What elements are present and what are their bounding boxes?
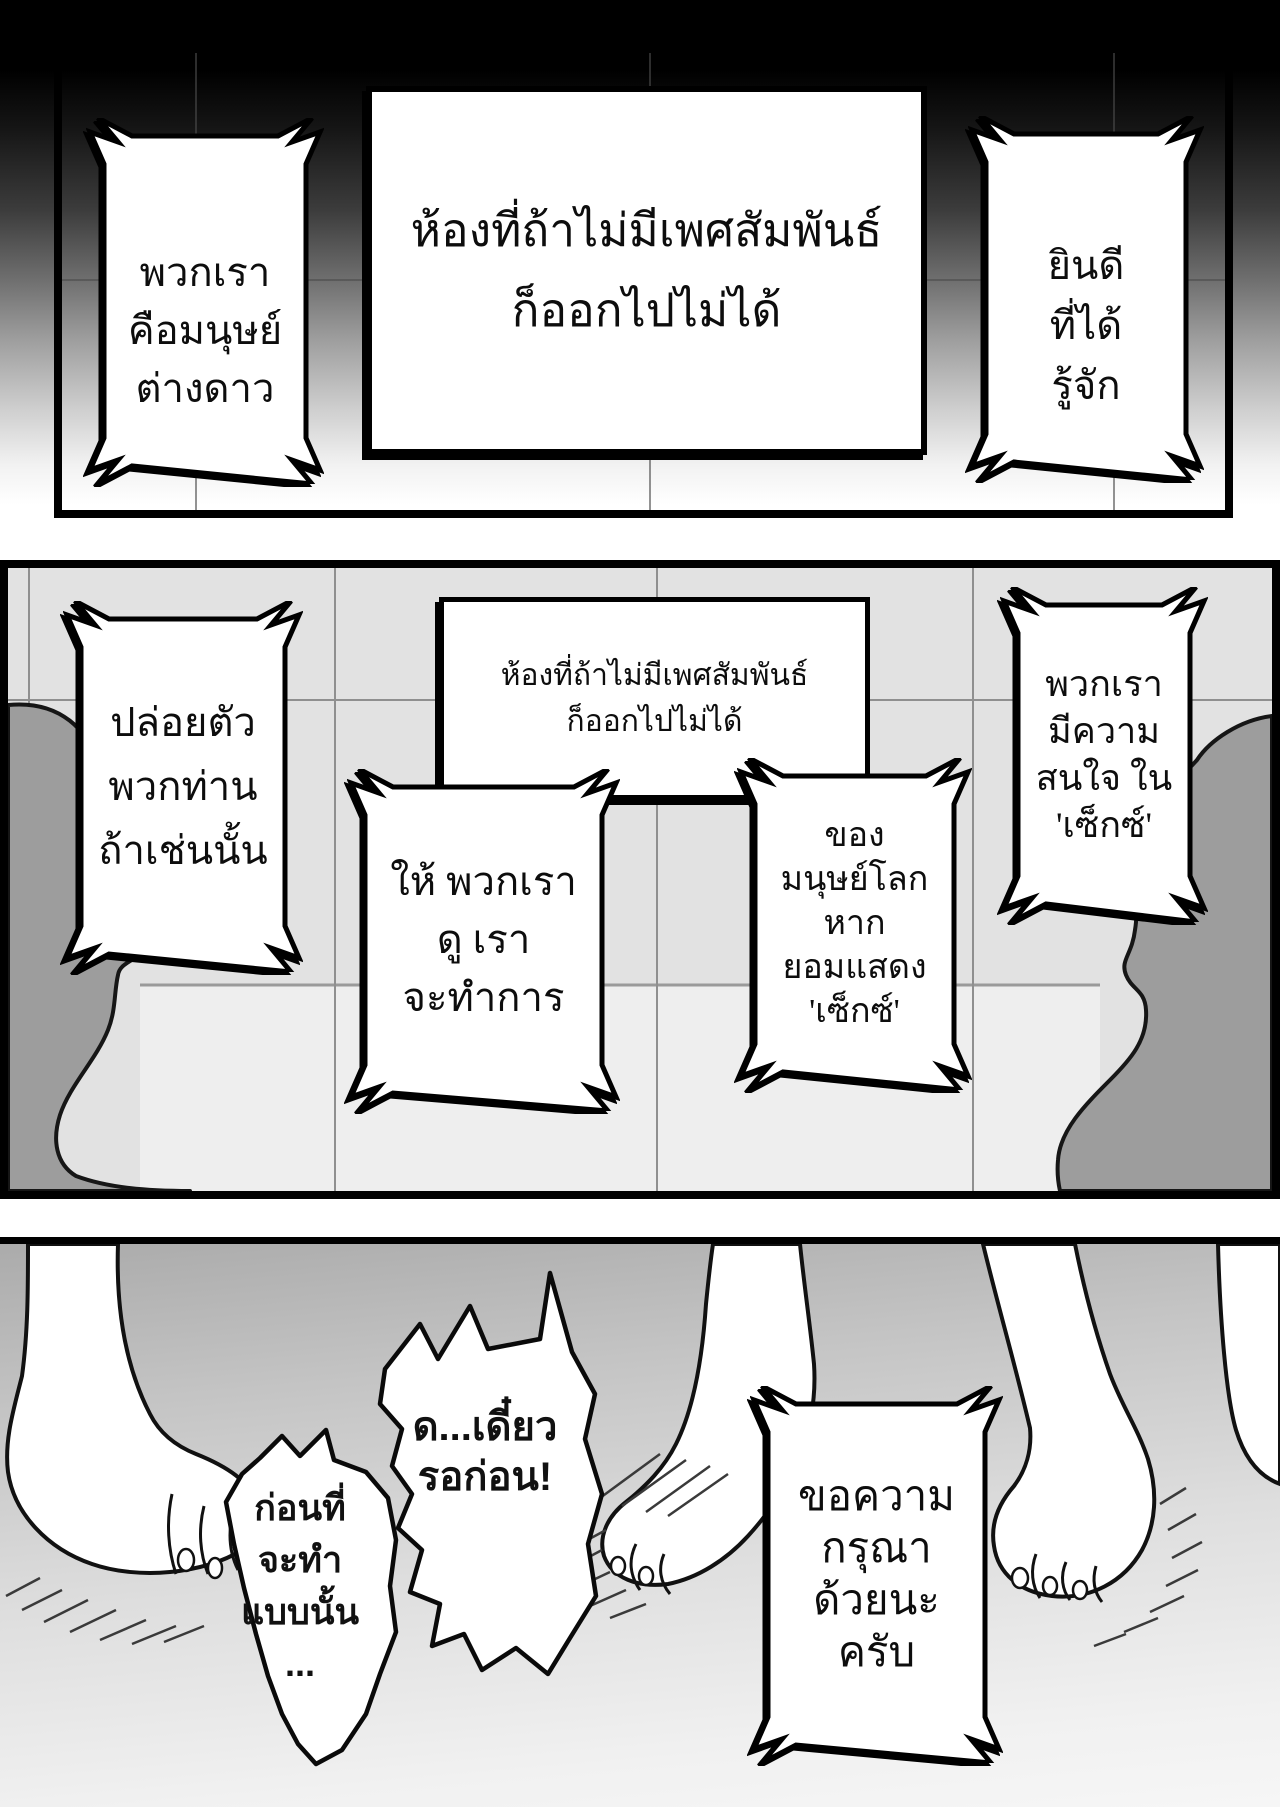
shout-bubble-wait-shape — [377, 1270, 605, 1677]
bubble-text: ยินดี ที่ได้ รู้จัก — [1047, 243, 1125, 408]
speech-bubble-nice-to-meet-you: ยินดี ที่ได้ รู้จัก — [968, 116, 1204, 480]
speech-bubble-release-you: ปล่อยตัว พวกท่าน ถ้าเช่นนั้น — [63, 601, 303, 972]
shout-text-wait: ด...เดี๋ยว รอก่อน! — [412, 1405, 558, 1499]
shout-text-before-that: ก่อนที่ จะทำ แบบนั้น ... — [240, 1487, 360, 1684]
panel-1-frame — [54, 45, 1233, 518]
speech-bubble-interested-in-sex: พวกเรา มีความ สนใจ ใน 'เซ็กซ์' — [1000, 587, 1208, 922]
jagged-bubble-shape — [347, 769, 620, 1111]
jagged-bubble-shape — [750, 1386, 1003, 1763]
panel-3-frame — [0, 1237, 1280, 1807]
shadow-hatching — [5, 1576, 205, 1646]
jagged-bubble-shape — [737, 758, 972, 1090]
shout-bubble-before-that-shape — [223, 1427, 399, 1767]
bubble-text: พวกเรา มีความ สนใจ ใน 'เซ็กซ์' — [1035, 663, 1173, 845]
feet-scene — [5, 1244, 1280, 1767]
right-person-right-foot — [955, 1244, 1203, 1648]
speech-bubble-we-are-aliens: พวกเรา คือมนุษย์ ต่างดาว — [86, 118, 324, 484]
bubble-text: พวกเรา คือมนุษย์ ต่างดาว — [127, 250, 283, 411]
bubble-text: ปล่อยตัว พวกท่าน ถ้าเช่นนั้น — [98, 699, 268, 873]
bubble-text: ให้ พวกเรา ดู เรา จะทำการ — [390, 859, 577, 1020]
right-person-left-foot — [571, 1244, 817, 1620]
jagged-bubble-shape — [968, 116, 1204, 480]
bubble-text: ขอความ กรุณา ด้วยนะ ครับ — [798, 1473, 955, 1676]
speech-bubble-please-kindly: ขอความ กรุณา ด้วยนะ ครับ — [750, 1386, 1003, 1763]
jagged-bubble-shape — [86, 118, 324, 484]
speech-bubble-of-earthlings: ของ มนุษย์โลก หาก ยอมแสดง 'เซ็กซ์' — [737, 758, 972, 1090]
caption-room-rule-small: ห้องที่ถ้าไม่มีเพศสัมพันธ์ ก็ออกไปไม่ได้ — [439, 597, 870, 800]
left-foot — [5, 1244, 262, 1646]
jagged-bubble-shape — [63, 601, 303, 972]
shout-bubbles — [223, 1270, 605, 1767]
caption-room-rule: ห้องที่ถ้าไม่มีเพศสัมพันธ์ ก็ออกไปไม่ได้ — [366, 86, 927, 455]
speech-bubble-show-us: ให้ พวกเรา ดู เรา จะทำการ — [347, 769, 620, 1111]
jagged-bubble-shape — [1000, 587, 1208, 922]
partial-leg — [1215, 1244, 1280, 1487]
bubble-text: ของ มนุษย์โลก หาก ยอมแสดง 'เซ็กซ์' — [780, 817, 929, 1030]
